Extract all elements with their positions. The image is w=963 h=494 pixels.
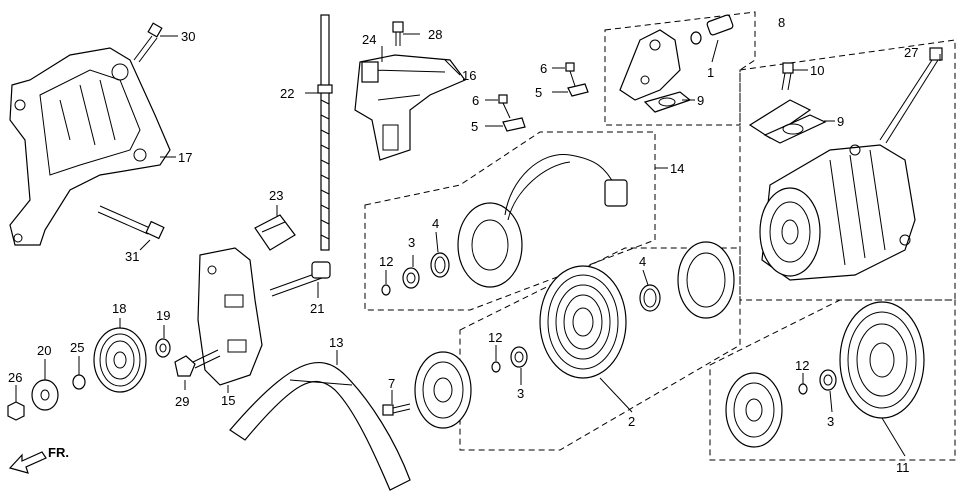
snap-ring-4a [430,252,450,278]
callout-18: 18 [112,301,126,316]
callout-26: 26 [8,370,22,385]
bolt-6b [498,94,511,119]
callout-8: 8 [778,15,785,30]
callout-17: 17 [178,150,192,165]
callout-11: 11 [896,460,910,475]
front-direction-label: FR. [48,445,69,460]
callout-12c: 12 [795,358,809,373]
gasket-9b [763,114,827,144]
bolt-29 [174,349,221,377]
callout-29: 29 [175,394,189,409]
gasket-9a [643,91,692,113]
callout-21: 21 [310,301,324,316]
group-box-compressor [739,39,956,301]
callout-6a: 6 [540,61,547,76]
callout-2: 2 [628,414,635,429]
callout-5a: 5 [535,85,542,100]
clutch-hub [414,351,472,429]
bolt-28 [392,21,404,46]
nut-25 [72,374,86,390]
shim-12b [491,361,501,373]
callout-14: 14 [670,161,684,176]
bolt-21 [269,261,331,297]
callout-28: 28 [428,27,442,42]
callout-7: 7 [388,376,395,391]
snap-ring-4b [639,284,661,312]
callout-15: 15 [221,393,235,408]
shim-12c [798,383,808,395]
callout-19: 19 [156,308,170,323]
callout-12b: 12 [488,330,502,345]
switch-1 [690,14,734,45]
callout-9b: 9 [837,114,844,129]
callout-4b: 4 [639,254,646,269]
callout-3b: 3 [517,386,524,401]
callout-5b: 5 [471,119,478,134]
field-coil-plate [677,241,735,319]
clip-23 [254,214,296,251]
callout-30: 30 [181,29,195,44]
callout-31: 31 [125,249,139,264]
group-box-11 [709,299,956,461]
stud-22 [317,14,333,251]
collar-19 [155,338,171,358]
field-coil [457,153,628,288]
clip-24 [361,61,379,83]
clip-5a [567,83,589,97]
plate-9b-block [748,99,812,139]
compressor [759,144,916,281]
group-box-8 [604,11,756,126]
callout-6b: 6 [472,93,479,108]
snap-ring-3c [819,369,837,391]
callout-16: 16 [462,68,476,83]
compressor-bracket [9,47,171,246]
group-box-14 [364,131,656,311]
adjusting-bracket [197,247,263,386]
snap-ring-3b [510,346,528,368]
bolt-27 [879,47,943,144]
callout-27: 27 [904,45,918,60]
washer-20 [31,379,59,411]
clutch-pulley [539,265,627,379]
callout-3a: 3 [408,235,415,250]
callout-23: 23 [269,188,283,203]
callout-20: 20 [37,343,51,358]
bolt-30 [133,22,163,63]
callout-13: 13 [329,335,343,350]
group-box-2 [459,247,741,451]
callout-25: 25 [70,340,84,355]
leader-lines [15,33,941,457]
shim-12a [381,284,391,296]
drive-belt [229,361,411,491]
callout-1: 1 [707,65,714,80]
callout-9a: 9 [697,93,704,108]
clutch-hub-11 [725,372,783,448]
bracket-16 [354,54,466,161]
bolt-6a [565,62,576,87]
callout-10: 10 [810,63,824,78]
nut-26 [7,401,25,421]
idler-pulley [93,327,147,393]
clip-5b [502,117,526,132]
relief-valve [619,29,681,101]
bolt-10 [781,62,794,91]
callouts: 1 2 3 3 3 4 4 5 5 6 6 7 8 9 9 10 11 12 1… [8,15,918,475]
snap-ring-3a [402,267,420,289]
callout-12a: 12 [379,254,393,269]
front-direction-arrow-icon [8,451,47,474]
callout-4a: 4 [432,216,439,231]
pulley-11 [839,301,925,419]
callout-24: 24 [362,32,376,47]
bolt-7 [382,403,411,416]
bolt-31 [97,205,165,240]
callout-3c: 3 [827,414,834,429]
callout-22: 22 [280,86,294,101]
